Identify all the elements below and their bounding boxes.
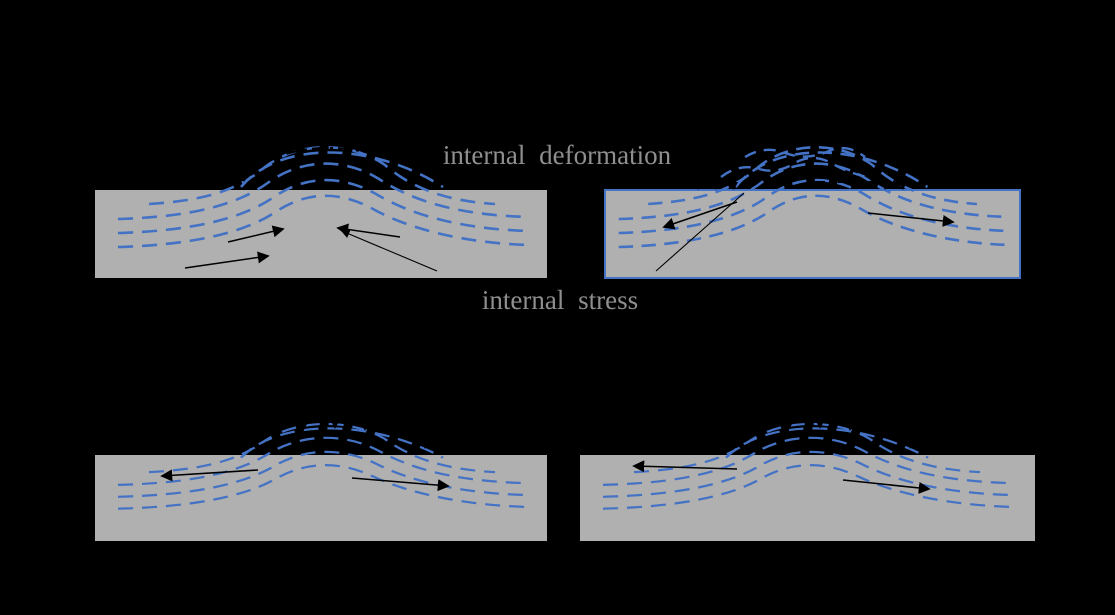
internal-deformation-label: internal deformation (443, 140, 672, 170)
pinning-mark (906, 441, 914, 449)
pinning-mark (899, 182, 907, 190)
outward-stress-arrow (160, 469, 259, 482)
panel-bottom-right (580, 421, 1035, 541)
surface-flux-ripple (744, 146, 866, 159)
pinning-mark (730, 182, 738, 190)
pinning-mark (784, 424, 792, 432)
pinning-mark (239, 444, 247, 452)
pinning-mark (881, 182, 889, 190)
pinning-marks (239, 421, 429, 452)
pinning-mark (712, 182, 720, 190)
internal-stress-label: internal stress (482, 285, 638, 315)
outward-stress-arrow (842, 479, 931, 494)
pinning-mark (724, 444, 732, 452)
pinning-mark (361, 423, 369, 431)
pinning-mark (269, 432, 277, 440)
pinning-mark (331, 421, 339, 429)
panel-bottom-left (95, 421, 547, 541)
substrate-block (95, 190, 547, 278)
stress-leader-arrow (340, 229, 438, 272)
outward-stress-arrow (351, 477, 450, 492)
substrate-block-outlined (604, 189, 1021, 279)
inward-stress-arrow (227, 225, 285, 243)
pinning-mark (391, 430, 399, 438)
outward-stress-arrow (867, 212, 955, 227)
inward-stress-arrow (184, 251, 270, 269)
panel-top-left (95, 145, 547, 278)
outward-stress-arrow (632, 460, 738, 473)
pinning-marks (724, 421, 914, 452)
substrate-block (580, 455, 1035, 541)
pinning-mark (694, 182, 702, 190)
pinning-mark (816, 421, 824, 429)
pinning-mark (299, 424, 307, 432)
pinning-mark (754, 432, 762, 440)
pinning-marks (694, 182, 907, 190)
leader-line (655, 192, 745, 272)
outward-stress-arrow (662, 201, 738, 230)
inward-stress-arrow (336, 223, 401, 238)
surface-flux-ripple (720, 156, 868, 179)
pinning-mark (876, 430, 884, 438)
pinning-mark (421, 441, 429, 449)
pinning-mark (846, 423, 854, 431)
substrate-block (95, 455, 547, 541)
panel-top-right (604, 145, 1021, 279)
